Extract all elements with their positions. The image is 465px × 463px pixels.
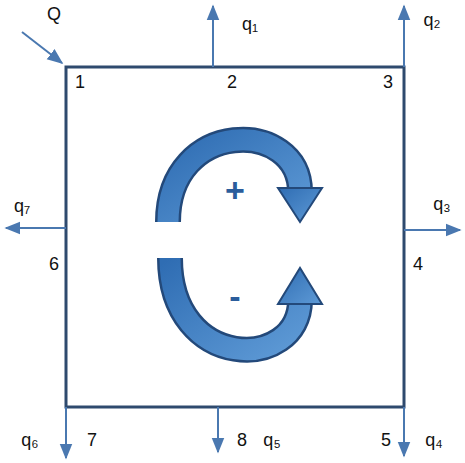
node-number: 2 [227,73,237,91]
control-square [66,67,404,407]
flow-label: q₅ [263,431,280,449]
flow-label: q₁ [242,15,258,33]
flow-label: q₆ [21,431,38,449]
node-number: 3 [383,73,393,91]
flow-label: q₃ [433,195,450,213]
sign-label: - [229,279,240,313]
node-number: 5 [381,431,391,449]
flow-label: q₇ [14,197,30,215]
node-number: 4 [413,255,423,273]
node-number: 6 [49,255,59,273]
node-number: 7 [87,431,97,449]
node-number: 1 [75,73,85,91]
flow-label: Q [47,5,61,23]
sign-label: + [225,173,245,207]
negative-circulation-arrow [170,258,322,350]
node-number: 8 [237,431,247,449]
positive-circulation-arrow [168,140,322,222]
flow-label: q₂ [424,11,441,29]
flow-arrows [6,6,460,458]
flow-label: q₄ [425,431,442,449]
